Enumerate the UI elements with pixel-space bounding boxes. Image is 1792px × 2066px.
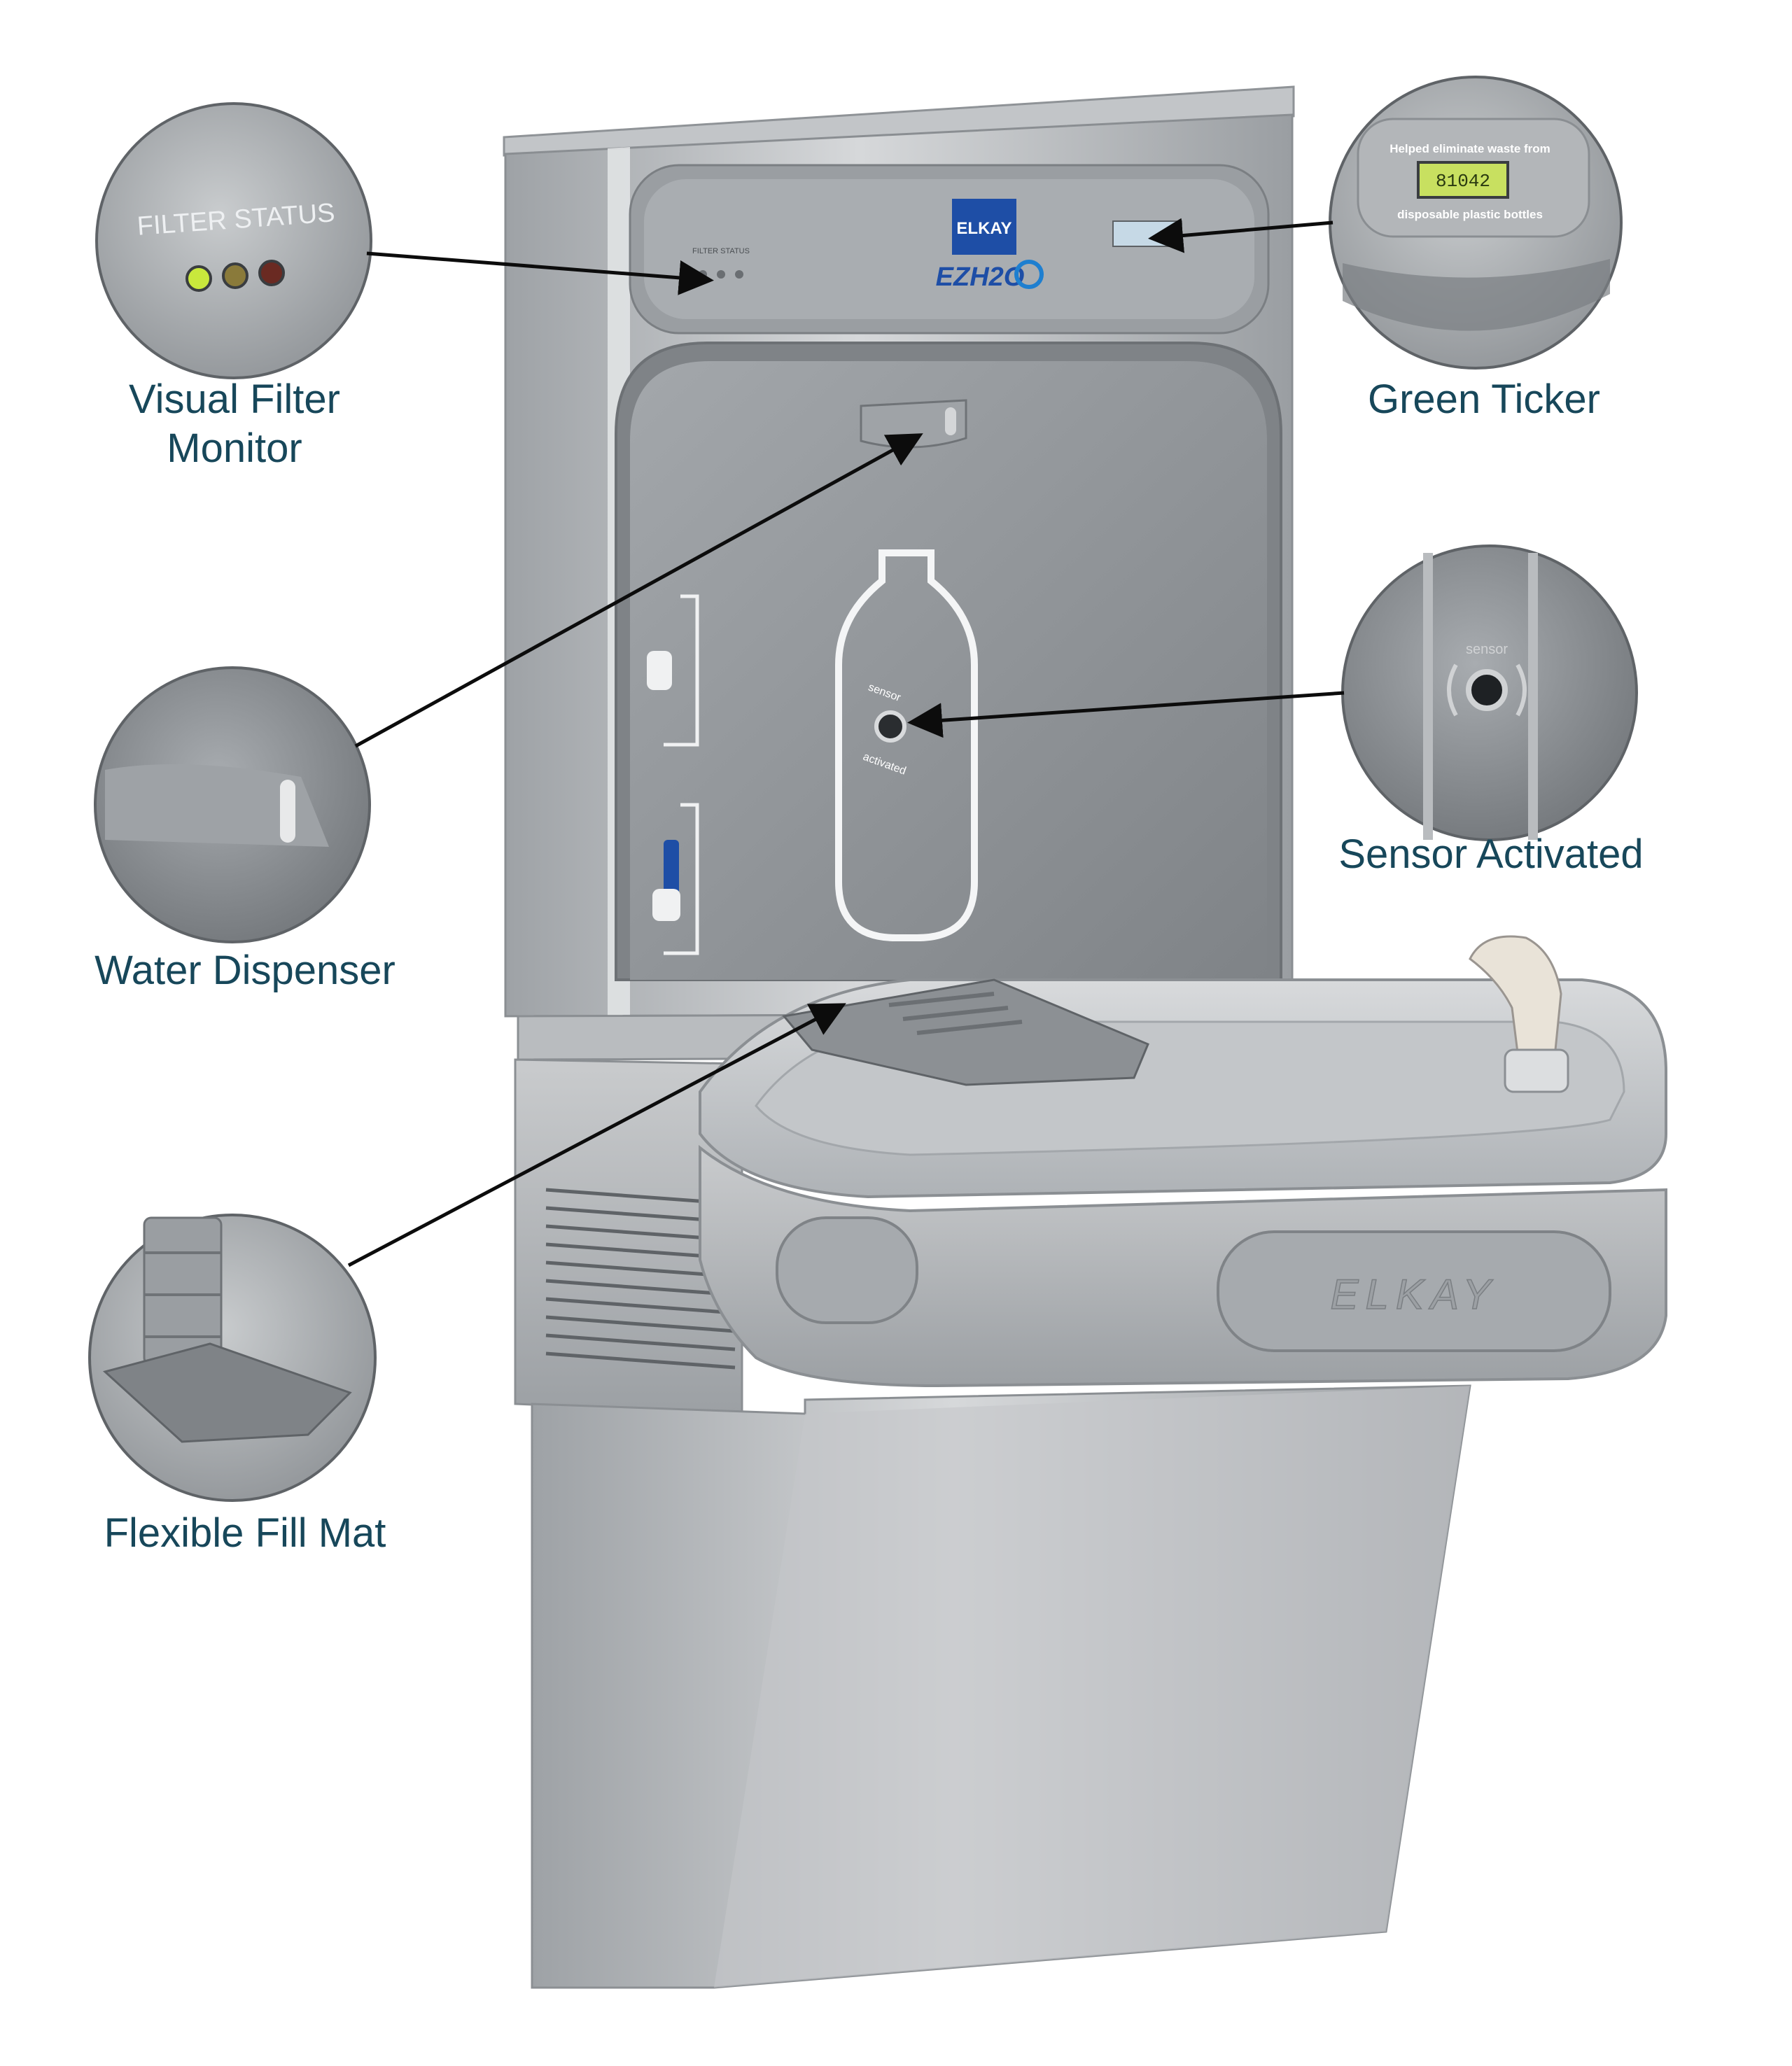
ticker-lcd — [1417, 161, 1509, 199]
callout-water-dispenser — [94, 666, 371, 943]
front-push-bar — [1217, 1230, 1611, 1352]
dispenser-light-icon — [280, 780, 295, 843]
arrow-filter — [366, 251, 714, 295]
label-green-ticker: Green Ticker — [1368, 377, 1600, 422]
callout-filter-monitor: FILTER STATUS — [95, 102, 372, 379]
pictogram-bottle-fill — [652, 803, 699, 955]
fill-mat — [782, 978, 1149, 1086]
ticker-count: 81042 — [1436, 171, 1490, 192]
top-cap — [503, 85, 1295, 157]
elkay-badge — [952, 199, 1016, 255]
ticker-top-text: Helped eliminate waste from — [1390, 142, 1550, 155]
callout-fill-mat — [88, 1214, 377, 1502]
bottle-outline — [835, 549, 978, 941]
label-water-dispenser: Water Dispenser — [94, 948, 396, 993]
filter-led-green — [186, 265, 212, 292]
filter-led-red — [258, 260, 285, 286]
sensor-large-text: sensor — [1466, 642, 1508, 657]
sensor-eye — [874, 710, 906, 743]
label-visual-filter-monitor: Visual Filter Monitor — [129, 377, 340, 471]
sensor-eye-large — [1466, 669, 1508, 711]
swirl-icon — [1014, 260, 1044, 289]
callout-green-ticker: Helped eliminate waste from 81042 dispos… — [1329, 76, 1623, 370]
bubbler-nozzle — [1469, 935, 1562, 1065]
ticker-bottom-text: disposable plastic bottles — [1397, 208, 1543, 221]
callout-sensor: sensor — [1341, 544, 1638, 841]
brand-badge-text: ELKAY — [956, 219, 1011, 238]
arrow-sensor — [907, 691, 1345, 738]
label-sensor-activated: Sensor Activated — [1338, 831, 1644, 877]
callout-arrows — [347, 218, 1345, 1267]
side-push-bar — [776, 1216, 918, 1324]
arrow-dispenser — [354, 433, 923, 748]
pictogram-hand-sensor — [647, 594, 699, 747]
label-flexible-fill-mat: Flexible Fill Mat — [104, 1510, 386, 1556]
arrow-ticker — [1148, 218, 1334, 253]
front-brand-text: ELKAY — [1331, 1271, 1498, 1318]
model-mark-text: EZH2O — [936, 262, 1025, 292]
filter-status-mini: FILTER STATUS — [692, 247, 750, 255]
arrow-fill-mat — [347, 1003, 846, 1267]
ticker-window-mini — [1112, 220, 1182, 247]
fountain-unit: ELKAY EZH2O FILTER STATUS sensor activat… — [503, 85, 1667, 1989]
filter-led-amber — [222, 262, 248, 289]
